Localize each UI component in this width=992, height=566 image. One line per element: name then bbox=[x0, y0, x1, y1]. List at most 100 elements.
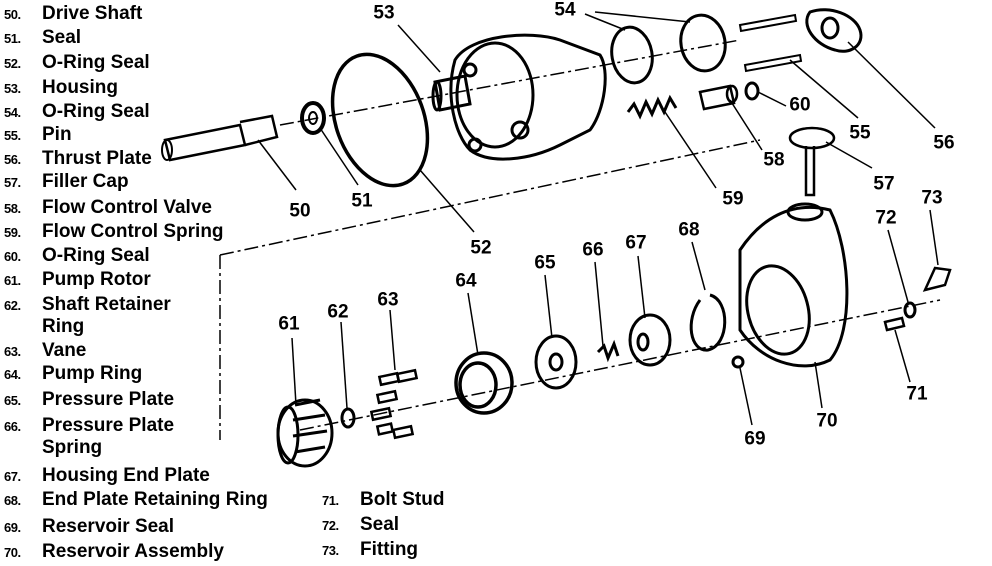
reservoir-assembly-part bbox=[738, 202, 849, 368]
legend-number: 53. bbox=[4, 81, 21, 96]
leader-54b bbox=[594, 11, 691, 23]
leader-52 bbox=[419, 169, 475, 233]
callout-60: 60 bbox=[789, 94, 811, 116]
thrust-plate-part bbox=[805, 8, 863, 53]
assembly-axis-middle bbox=[219, 139, 761, 256]
leader-55 bbox=[789, 59, 859, 119]
legend-label: Pressure Plate bbox=[42, 415, 175, 436]
callout-61: 61 bbox=[278, 313, 300, 335]
legend-label: Housing End Plate bbox=[42, 465, 210, 486]
legend-number: 67. bbox=[4, 469, 21, 484]
callout-72: 72 bbox=[875, 207, 897, 229]
pin-55a-part bbox=[738, 13, 798, 33]
callout-62: 62 bbox=[327, 301, 349, 323]
legend-label: Reservoir Seal bbox=[42, 516, 175, 537]
leader-51 bbox=[319, 127, 359, 186]
callout-70: 70 bbox=[816, 410, 838, 432]
leader-69 bbox=[739, 367, 753, 426]
shaft-seal-part bbox=[300, 101, 326, 135]
legend-number: 50. bbox=[4, 7, 21, 22]
legend-number: 51. bbox=[4, 31, 21, 46]
leader-53 bbox=[397, 24, 441, 73]
legend-label: Bolt Stud bbox=[360, 489, 445, 510]
legend-label: Seal bbox=[360, 514, 400, 535]
vanes-part bbox=[369, 368, 419, 440]
assembly-axis-lower bbox=[299, 299, 941, 431]
leader-62 bbox=[340, 321, 348, 409]
legend-number: 61. bbox=[4, 273, 21, 288]
housing-end-plate-part bbox=[628, 313, 672, 367]
legend-number: 65. bbox=[4, 393, 21, 408]
callout-65: 65 bbox=[534, 252, 556, 274]
legend-label-continued: Spring bbox=[42, 437, 103, 458]
leader-63 bbox=[389, 309, 396, 371]
bolt-stud-part bbox=[883, 316, 906, 332]
end-plate-retaining-ring-part bbox=[689, 293, 727, 352]
legend-label: O-Ring Seal bbox=[42, 52, 150, 73]
callout-71: 71 bbox=[906, 383, 928, 405]
shaft-retainer-ring-part bbox=[340, 407, 356, 429]
leader-61 bbox=[291, 337, 297, 406]
drive-shaft-part bbox=[161, 114, 279, 162]
leader-65 bbox=[544, 274, 553, 339]
legend-number: 72. bbox=[322, 518, 339, 533]
large-o-ring-part bbox=[330, 52, 430, 188]
legend-number: 60. bbox=[4, 249, 21, 264]
callout-69: 69 bbox=[744, 428, 766, 450]
callout-58: 58 bbox=[763, 149, 785, 171]
leader-57 bbox=[825, 141, 873, 169]
fitting-part bbox=[922, 266, 952, 292]
callout-51: 51 bbox=[351, 190, 373, 212]
leader-64 bbox=[467, 292, 479, 356]
callout-64: 64 bbox=[455, 270, 477, 292]
legend-label: Pump Rotor bbox=[42, 269, 151, 290]
legend-number: 52. bbox=[4, 56, 21, 71]
o-ring-60-part bbox=[744, 81, 760, 101]
legend-label: Filler Cap bbox=[42, 171, 129, 192]
housing-part bbox=[431, 33, 607, 161]
legend-number: 56. bbox=[4, 152, 21, 167]
legend-label: Flow Control Spring bbox=[42, 221, 224, 242]
callout-50: 50 bbox=[289, 200, 311, 222]
pump-ring-part bbox=[454, 351, 514, 415]
leader-73 bbox=[929, 209, 939, 266]
callout-55: 55 bbox=[849, 122, 871, 144]
fitting-seal-part bbox=[903, 301, 917, 319]
legend-number: 58. bbox=[4, 201, 21, 216]
leader-67 bbox=[637, 255, 646, 319]
legend-number: 54. bbox=[4, 105, 21, 120]
legend-number: 62. bbox=[4, 298, 21, 313]
callout-59: 59 bbox=[722, 188, 744, 210]
legend-number: 63. bbox=[4, 344, 21, 359]
legend-label: O-Ring Seal bbox=[42, 101, 150, 122]
leader-58 bbox=[729, 99, 763, 151]
leader-54a bbox=[584, 13, 626, 31]
leader-70 bbox=[814, 361, 823, 409]
legend-number: 73. bbox=[322, 543, 339, 558]
leader-71 bbox=[894, 329, 911, 383]
leader-66 bbox=[594, 261, 604, 347]
callout-73: 73 bbox=[921, 187, 943, 209]
leader-60 bbox=[757, 91, 787, 107]
legend-label: Pin bbox=[42, 124, 72, 145]
flow-control-spring-part bbox=[626, 94, 678, 120]
legend-number: 57. bbox=[4, 175, 21, 190]
legend-number: 71. bbox=[322, 493, 339, 508]
legend-label: O-Ring Seal bbox=[42, 245, 150, 266]
pin-55b-part bbox=[743, 53, 803, 73]
reservoir-seal-part bbox=[731, 355, 745, 369]
legend-label: Pressure Plate bbox=[42, 389, 175, 410]
leader-59 bbox=[664, 111, 717, 189]
callout-54: 54 bbox=[554, 0, 576, 21]
leader-56 bbox=[847, 41, 936, 129]
flow-control-valve-part bbox=[698, 84, 739, 111]
legend-number: 55. bbox=[4, 128, 21, 143]
o-ring-54a-part bbox=[610, 25, 654, 85]
legend-label: Pump Ring bbox=[42, 363, 143, 384]
pressure-plate-spring-part bbox=[596, 339, 620, 363]
callout-66: 66 bbox=[582, 239, 604, 261]
pump-rotor-part bbox=[276, 398, 334, 468]
legend-number: 64. bbox=[4, 367, 21, 382]
assembly-axis-upper bbox=[279, 39, 741, 126]
